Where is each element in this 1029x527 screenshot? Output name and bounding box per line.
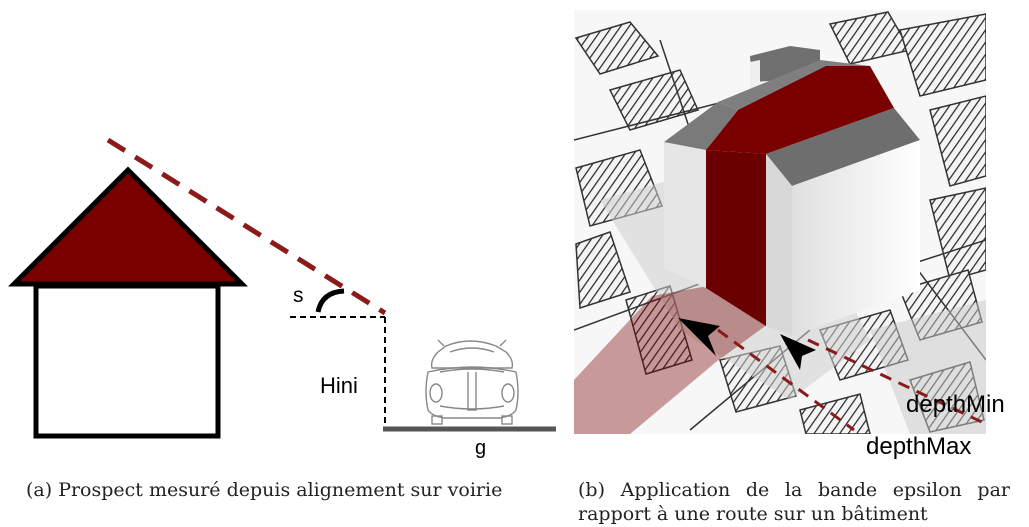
prospect-svg: s Hini g	[7, 137, 556, 459]
house-icon	[7, 166, 249, 439]
prospect-slope-line	[106, 137, 387, 316]
diagram-epsilon-band: depthMin depthMax	[570, 0, 1029, 460]
car-icon	[425, 339, 519, 425]
epsilon-band	[574, 286, 768, 434]
arrow-icon	[678, 318, 720, 356]
label-hini: Hini	[320, 373, 358, 398]
arrow-icon	[780, 334, 816, 370]
caption-b: (b) Application de la bande epsilon par …	[578, 479, 1010, 525]
label-g: g	[475, 437, 486, 459]
depth-min-line	[807, 338, 987, 426]
label-depth-max: depthMax	[866, 433, 971, 460]
building-svg: depthMin depthMax	[574, 10, 1005, 460]
label-depth-min: depthMin	[906, 391, 1005, 418]
building-3d	[664, 46, 920, 336]
caption-a: (a) Prospect mesuré depuis alignement su…	[26, 479, 503, 501]
diagram-prospect: s Hini g	[0, 0, 570, 460]
label-s: s	[293, 284, 304, 307]
angle-arc	[315, 288, 345, 313]
depth-max-line	[717, 328, 855, 432]
